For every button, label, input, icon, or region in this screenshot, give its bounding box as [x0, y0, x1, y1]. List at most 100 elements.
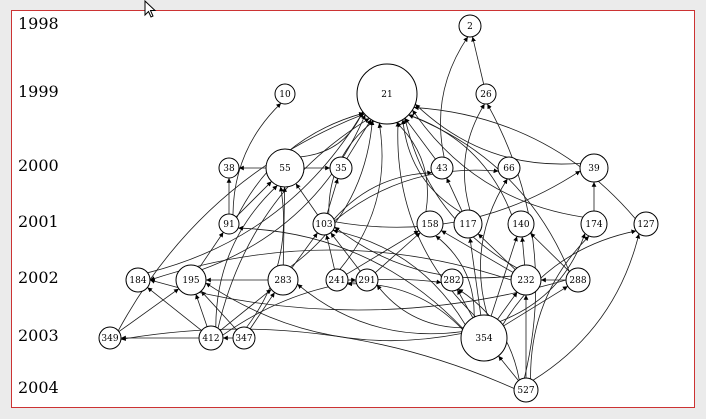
citation-edge — [374, 232, 421, 273]
citation-edge — [195, 294, 208, 327]
citation-edge — [334, 168, 499, 222]
node-label: 55 — [279, 164, 291, 174]
node-label: 195 — [182, 276, 199, 286]
citation-edge — [149, 279, 567, 311]
citation-edge — [326, 178, 339, 214]
citation-edge — [404, 117, 436, 160]
node-circle — [329, 156, 353, 180]
node-label: 288 — [569, 276, 586, 286]
graph-node: 26 — [475, 83, 497, 105]
citation-edge — [120, 328, 515, 389]
citation-edge — [403, 117, 518, 269]
graph-node: 282 — [440, 268, 464, 292]
node-circle — [510, 264, 542, 296]
citation-edge — [220, 289, 272, 331]
node-circle — [416, 210, 444, 238]
year-label: 2004 — [18, 378, 59, 397]
node-circle — [274, 83, 296, 105]
node-circle — [267, 264, 299, 296]
citation-edge — [217, 117, 370, 329]
citation-edge — [532, 233, 641, 381]
citation-edge — [118, 288, 180, 332]
graph-node: 527 — [513, 377, 539, 403]
citation-edge — [249, 292, 275, 330]
citation-edge — [480, 178, 508, 316]
citation-edge — [396, 122, 428, 212]
citation-edge — [339, 122, 383, 270]
edge-layer — [117, 36, 641, 389]
graph-node: 21 — [356, 63, 418, 125]
citation-edge — [346, 119, 372, 159]
year-label: 1999 — [18, 82, 59, 101]
node-circle — [458, 14, 482, 38]
node-label: 91 — [223, 220, 234, 230]
node-label: 140 — [512, 220, 529, 230]
citation-edge — [441, 230, 514, 273]
year-label: 1998 — [18, 14, 59, 33]
node-circle — [580, 210, 608, 238]
node-circle — [198, 325, 224, 351]
graph-node: 117 — [453, 209, 483, 239]
node-circle — [513, 377, 539, 403]
citation-edge — [456, 289, 474, 319]
node-circle — [430, 156, 454, 180]
citation-edge — [408, 114, 513, 216]
year-label: 2003 — [18, 326, 59, 345]
citation-edge — [325, 234, 335, 270]
node-label: 39 — [588, 164, 600, 174]
citation-edge — [477, 233, 516, 270]
graph-node: 349 — [98, 326, 122, 350]
citation-edge — [290, 120, 375, 268]
citation-edge — [414, 103, 581, 165]
node-label: 184 — [129, 276, 146, 286]
graph-node: 412 — [198, 325, 224, 351]
citation-edge — [520, 236, 526, 266]
graph-node: 195 — [175, 264, 207, 296]
node-circle — [633, 211, 659, 237]
node-circle — [325, 268, 349, 292]
node-label: 43 — [436, 164, 448, 174]
citation-edge — [147, 111, 364, 274]
node-circle — [218, 157, 240, 179]
citation-edge — [395, 121, 476, 317]
citation-edge — [440, 36, 469, 158]
citation-edge — [503, 285, 568, 327]
node-circle — [497, 156, 521, 180]
node-label: 10 — [279, 90, 291, 100]
citation-edge — [400, 119, 461, 213]
citation-edge — [246, 186, 284, 328]
graph-node: 140 — [507, 210, 535, 238]
node-label: 2 — [467, 22, 473, 32]
node-label: 354 — [475, 334, 492, 344]
node-label: 241 — [328, 276, 345, 286]
citation-edge — [499, 233, 586, 322]
node-label: 347 — [235, 334, 252, 344]
node-circle — [175, 264, 207, 296]
graph-node: 35 — [329, 156, 353, 180]
node-circle — [125, 267, 151, 293]
citation-edge — [199, 232, 224, 268]
graph-node: 103 — [312, 212, 336, 236]
node-circle — [312, 212, 336, 236]
node-circle — [355, 268, 379, 292]
year-label: 2001 — [18, 212, 59, 231]
node-label: 291 — [358, 276, 375, 286]
node-circle — [356, 63, 418, 125]
node-label: 282 — [443, 276, 460, 286]
citation-edge — [498, 355, 519, 381]
node-label: 158 — [421, 220, 438, 230]
citation-edge — [471, 36, 485, 85]
citation-edge — [464, 103, 485, 211]
node-circle — [98, 326, 122, 350]
node-circle — [265, 148, 305, 188]
citation-edge — [235, 181, 272, 218]
citation-edge — [468, 237, 482, 316]
node-label: 21 — [381, 90, 392, 100]
citation-edge — [147, 287, 202, 331]
citation-edge — [232, 102, 282, 215]
graph-node: 232 — [510, 264, 542, 296]
citation-edge — [497, 291, 518, 320]
node-label: 26 — [480, 90, 492, 100]
